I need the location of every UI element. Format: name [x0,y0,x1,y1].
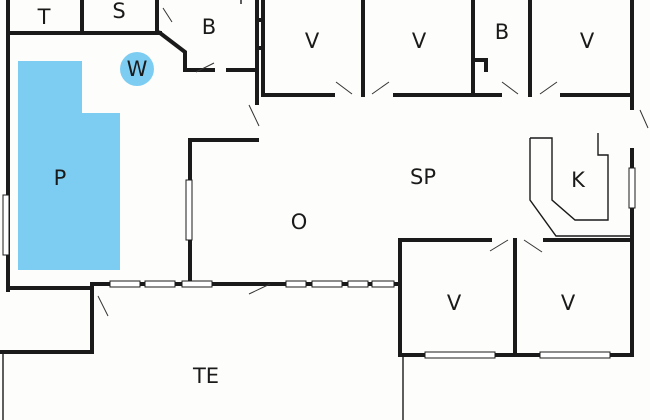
room-label-bedroom-3: V [580,29,595,53]
room-label-kitchen: K [571,168,586,192]
room-label-terrace: TE [192,364,219,388]
room-label-pool: P [54,166,67,190]
room-label-whirlpool: W [127,57,148,81]
room-label-living: O [291,210,308,234]
whirlpool-basin [120,52,154,86]
room-label-bedroom-2: V [412,29,427,53]
room-label-t: T [37,5,51,29]
room-label-bedroom-1: V [305,29,320,53]
room-label-bedroom-5: V [561,291,576,315]
pool-basin [18,61,120,270]
doors [97,7,649,317]
kitchen-counter [529,133,632,237]
room-label-bedroom-4: V [447,291,462,315]
room-label-s: S [112,0,125,23]
room-label-bath-left: B [202,15,216,39]
windows [2,167,636,359]
room-label-bath-right: B [495,20,509,44]
room-label-games-room: SP [410,165,436,189]
